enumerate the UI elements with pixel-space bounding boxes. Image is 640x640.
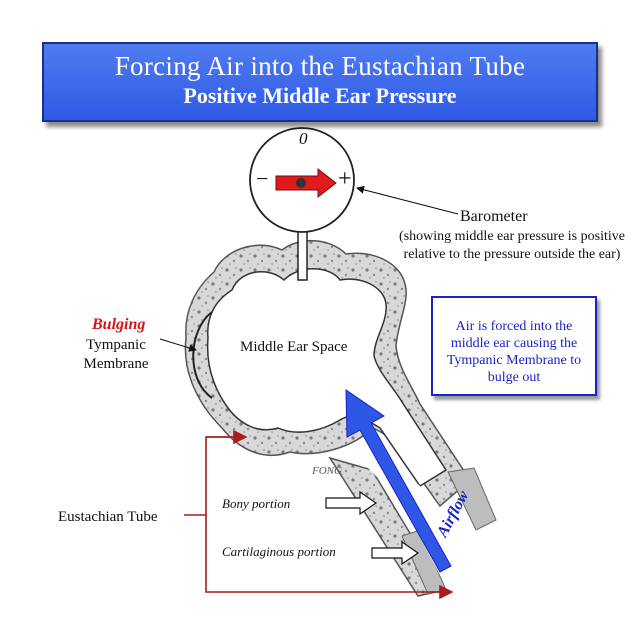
middle-ear-cavity — [206, 268, 448, 488]
bulging-label: Bulging — [92, 316, 146, 333]
barometer-pivot — [296, 178, 306, 188]
tympanic-membrane-label: Tympanic Membrane — [83, 337, 149, 372]
bony-portion-label: Bony portion — [222, 496, 291, 511]
title-main: Forcing Air into the Eustachian Tube — [114, 51, 526, 81]
middle-ear-space-label: Middle Ear Space — [240, 339, 348, 355]
barometer-label: Barometer — [460, 208, 528, 225]
barometer-zero-mark: 0 — [299, 129, 308, 148]
cartilaginous-portion-label: Cartilaginous portion — [222, 544, 336, 559]
barometer-description: (showing middle ear pressure is positive… — [399, 229, 625, 262]
explanation-text: Air is forced into the middle ear causin… — [446, 319, 582, 385]
tympanic-pointer — [159, 338, 197, 352]
barometer-stem — [297, 227, 308, 281]
explanation-box: Air is forced into the middle ear causin… — [431, 296, 597, 396]
barometer-pointer — [356, 185, 459, 215]
tympanic-membrane — [192, 311, 213, 399]
title-banner: Forcing Air into the Eustachian Tube Pos… — [42, 42, 598, 122]
cartilage-upper — [447, 467, 497, 531]
barometer-minus: − — [256, 166, 269, 191]
artist-signature: FONG — [312, 465, 342, 477]
bony-portion-arrow — [325, 490, 378, 516]
eustachian-tube-label: Eustachian Tube — [58, 509, 158, 525]
cartilaginous-portion-arrow — [371, 540, 420, 566]
title-subtitle: Positive Middle Ear Pressure — [183, 83, 457, 108]
barometer-plus: + — [338, 166, 352, 192]
airflow-arrow — [345, 389, 452, 573]
